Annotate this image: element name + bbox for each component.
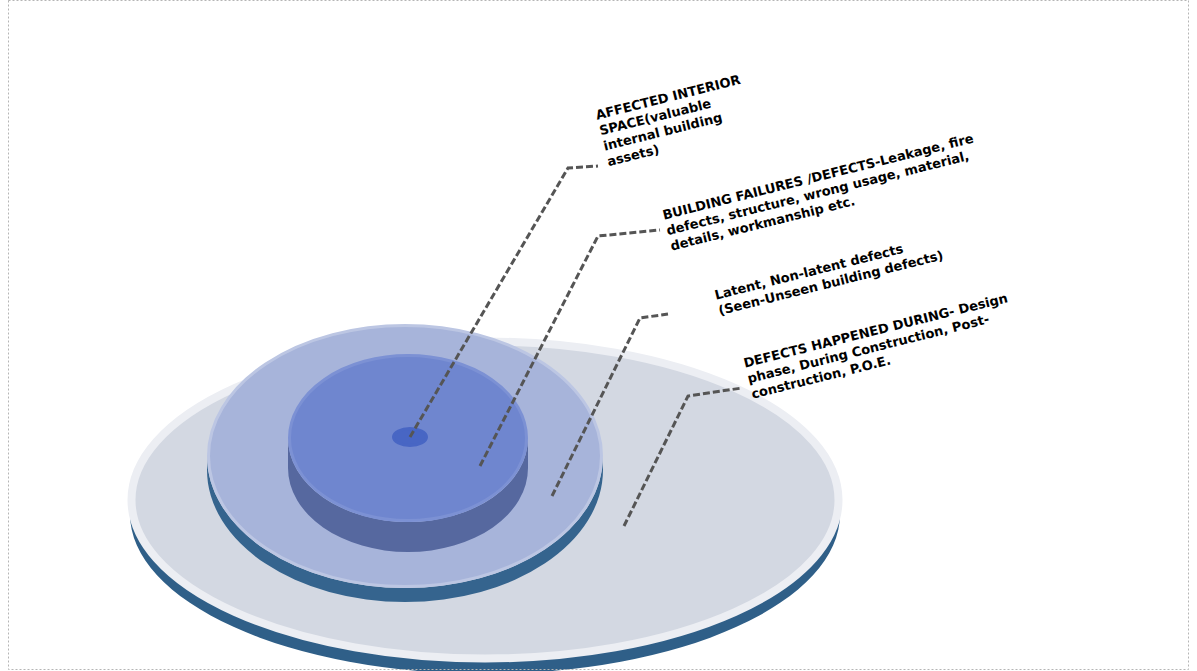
layer-label: BUILDING FAILURES /DEFECTS-Leakage, fire… — [661, 128, 993, 254]
disc-top — [209, 326, 602, 587]
disc-shape — [288, 354, 528, 552]
disc-top — [394, 429, 427, 446]
disc-top — [290, 356, 527, 521]
layer-label: Latent, Non-latent defects (Seen-Unseen … — [713, 231, 949, 319]
frame-border — [9, 1, 1189, 670]
layer-label: DEFECTS HAPPENED DURING- Design phase, D… — [742, 289, 1020, 402]
disc-layer: AFFECTED INTERIOR SPACE(valuable interna… — [288, 354, 528, 552]
layer-label: AFFECTED INTERIOR SPACE(valuable interna… — [594, 72, 755, 170]
disc-layer: AFFECTED INTERIOR SPACE(valuable interna… — [207, 324, 603, 602]
